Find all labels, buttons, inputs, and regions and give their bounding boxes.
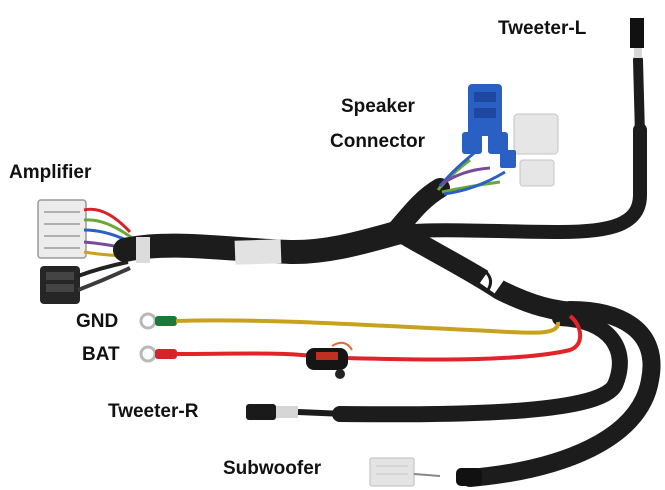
label-speaker-line1: Speaker	[341, 96, 415, 117]
bat-wire	[139, 314, 583, 363]
fuse-holder	[306, 341, 353, 379]
gnd-wire	[139, 312, 560, 335]
subwoofer-plug	[456, 468, 482, 486]
harness-trunk	[113, 55, 661, 487]
label-bat: BAT	[82, 344, 120, 365]
tweeter-l-plug	[630, 18, 644, 58]
speaker-connector-assembly	[436, 84, 559, 196]
label-amplifier: Amplifier	[9, 162, 92, 183]
amplifier-black-connector	[40, 260, 131, 304]
label-tweeter-l: Tweeter-L	[498, 18, 587, 39]
label-speaker-line2: Connector	[330, 131, 425, 152]
tweeter-r-plug	[246, 404, 346, 420]
label-subwoofer: Subwoofer	[223, 458, 322, 479]
label-gnd: GND	[76, 311, 119, 332]
subwoofer-connector	[369, 457, 441, 487]
label-tweeter-r: Tweeter-R	[108, 401, 199, 422]
